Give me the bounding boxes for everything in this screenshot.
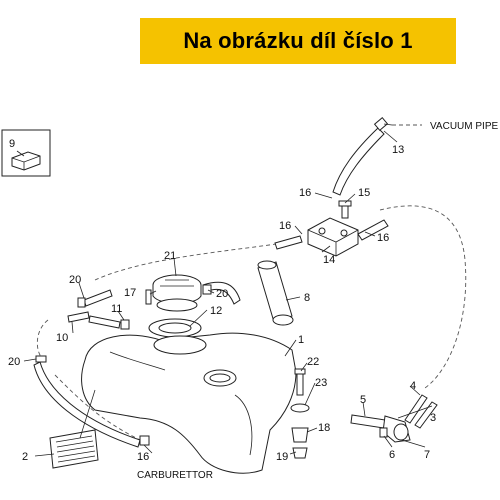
callout-8: 8 [304, 292, 310, 304]
callout-23: 23 [315, 377, 327, 389]
top-hose-route-line [94, 239, 301, 281]
clamp-part-6 [379, 427, 388, 438]
washer-part-23 [290, 403, 310, 413]
bolt-part-22 [296, 371, 304, 396]
grommet-part-18 [291, 427, 309, 443]
vacuum-pipe-label: VACUUM PIPE [430, 121, 498, 132]
callout-10: 10 [56, 332, 68, 344]
callout-11: 11 [111, 303, 122, 315]
hose-part-4 [404, 394, 428, 424]
nut-part-19 [292, 447, 308, 459]
callout-17: 17 [124, 287, 136, 299]
hose-to-carburettor [33, 361, 141, 448]
callout-22: 22 [307, 356, 319, 368]
callout-2: 2 [22, 451, 28, 463]
part-9-box [1, 129, 51, 177]
fuel-tap-part-5 [350, 414, 386, 429]
callout-16: 16 [137, 451, 149, 463]
callout-20: 20 [8, 356, 20, 368]
valve-part-14 [307, 217, 359, 257]
callout-19: 19 [276, 451, 288, 463]
hose-part-10 [67, 311, 90, 323]
bolt-part-17 [145, 289, 152, 305]
callout-3: 3 [430, 412, 436, 424]
callout-15: 15 [358, 187, 370, 199]
callout-16: 16 [279, 220, 291, 232]
vacuum-loop-line [379, 205, 467, 389]
title-banner: Na obrázku díl číslo 1 [140, 18, 456, 64]
callout-13: 13 [392, 144, 404, 156]
fuel-tank-1 [81, 332, 297, 474]
callout-20: 20 [216, 288, 228, 300]
hose-part-11 [88, 315, 121, 329]
callout-16: 16 [377, 232, 389, 244]
carburettor-label: CARBURETTOR [137, 470, 213, 481]
callout-20: 20 [69, 274, 81, 286]
callout-14: 14 [323, 254, 335, 266]
hose-part-3 [414, 401, 438, 429]
vacuum-hose-13 [332, 127, 385, 196]
callout-9: 9 [9, 138, 15, 150]
carburettor-route-line [54, 374, 141, 441]
fuel-filter-8 [257, 261, 293, 323]
leader-lines [16, 123, 433, 457]
banner-title: Na obrázku díl číslo 1 [183, 28, 413, 53]
callout-7: 7 [424, 449, 430, 461]
callout-5: 5 [360, 394, 366, 406]
callout-4: 4 [410, 380, 416, 392]
left-hose-route-line [36, 319, 49, 359]
screw-part-15 [341, 204, 349, 219]
callout-12: 12 [210, 305, 222, 317]
callout-21: 21 [164, 250, 176, 262]
callout-1: 1 [298, 334, 304, 346]
callout-18: 18 [318, 422, 330, 434]
callout-16: 16 [299, 187, 311, 199]
callout-6: 6 [389, 449, 395, 461]
